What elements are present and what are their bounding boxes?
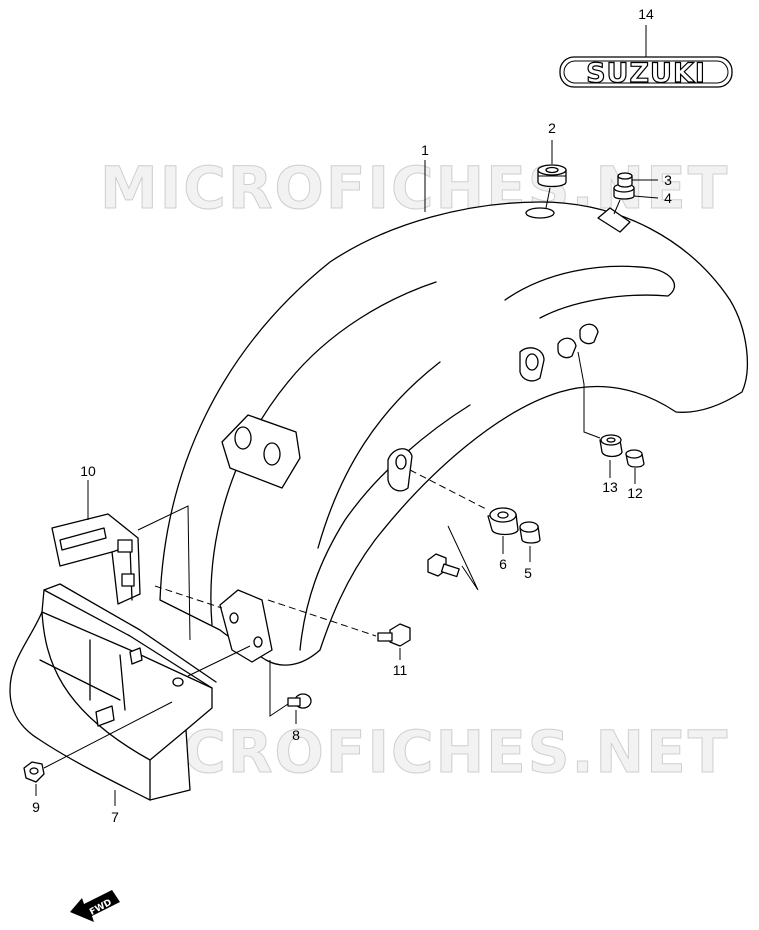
- callout-7: 7: [111, 809, 119, 825]
- bolt-8: [287, 693, 312, 709]
- callout-3: 3: [664, 172, 672, 188]
- callout-12: 12: [627, 485, 643, 501]
- collar-3: [617, 172, 633, 188]
- callout-11: 11: [393, 662, 408, 678]
- lower-cover-7: [9, 583, 217, 801]
- callout-10: 10: [80, 463, 96, 479]
- grommet-13: [599, 434, 623, 458]
- bracket-10: [51, 513, 141, 605]
- collar-5: [519, 521, 541, 544]
- callout-9: 9: [32, 799, 40, 815]
- callout-14: 14: [638, 6, 654, 22]
- watermark-top: MICROFICHES.NET: [100, 154, 729, 222]
- fwd-arrow-icon: FWD: [70, 890, 120, 922]
- callout-13: 13: [602, 479, 618, 495]
- grommet-2: [537, 164, 567, 188]
- callout-1: 1: [421, 142, 429, 158]
- callout-6: 6: [499, 556, 507, 572]
- bolt-near-6: [427, 553, 460, 578]
- callout-5: 5: [524, 565, 532, 581]
- nut-9: [23, 761, 45, 783]
- collar-12: [625, 449, 645, 468]
- rear-fender: [159, 201, 748, 666]
- callout-2: 2: [548, 120, 556, 136]
- suzuki-emblem: SUZUKI: [559, 56, 733, 90]
- callout-8: 8: [292, 727, 300, 743]
- watermark-bottom: MICROFICHES.NET: [100, 718, 729, 786]
- grommet-6: [487, 507, 519, 536]
- emblem-label: SUZUKI: [586, 58, 706, 89]
- bolt-11: [377, 623, 411, 647]
- callout-4: 4: [664, 190, 672, 206]
